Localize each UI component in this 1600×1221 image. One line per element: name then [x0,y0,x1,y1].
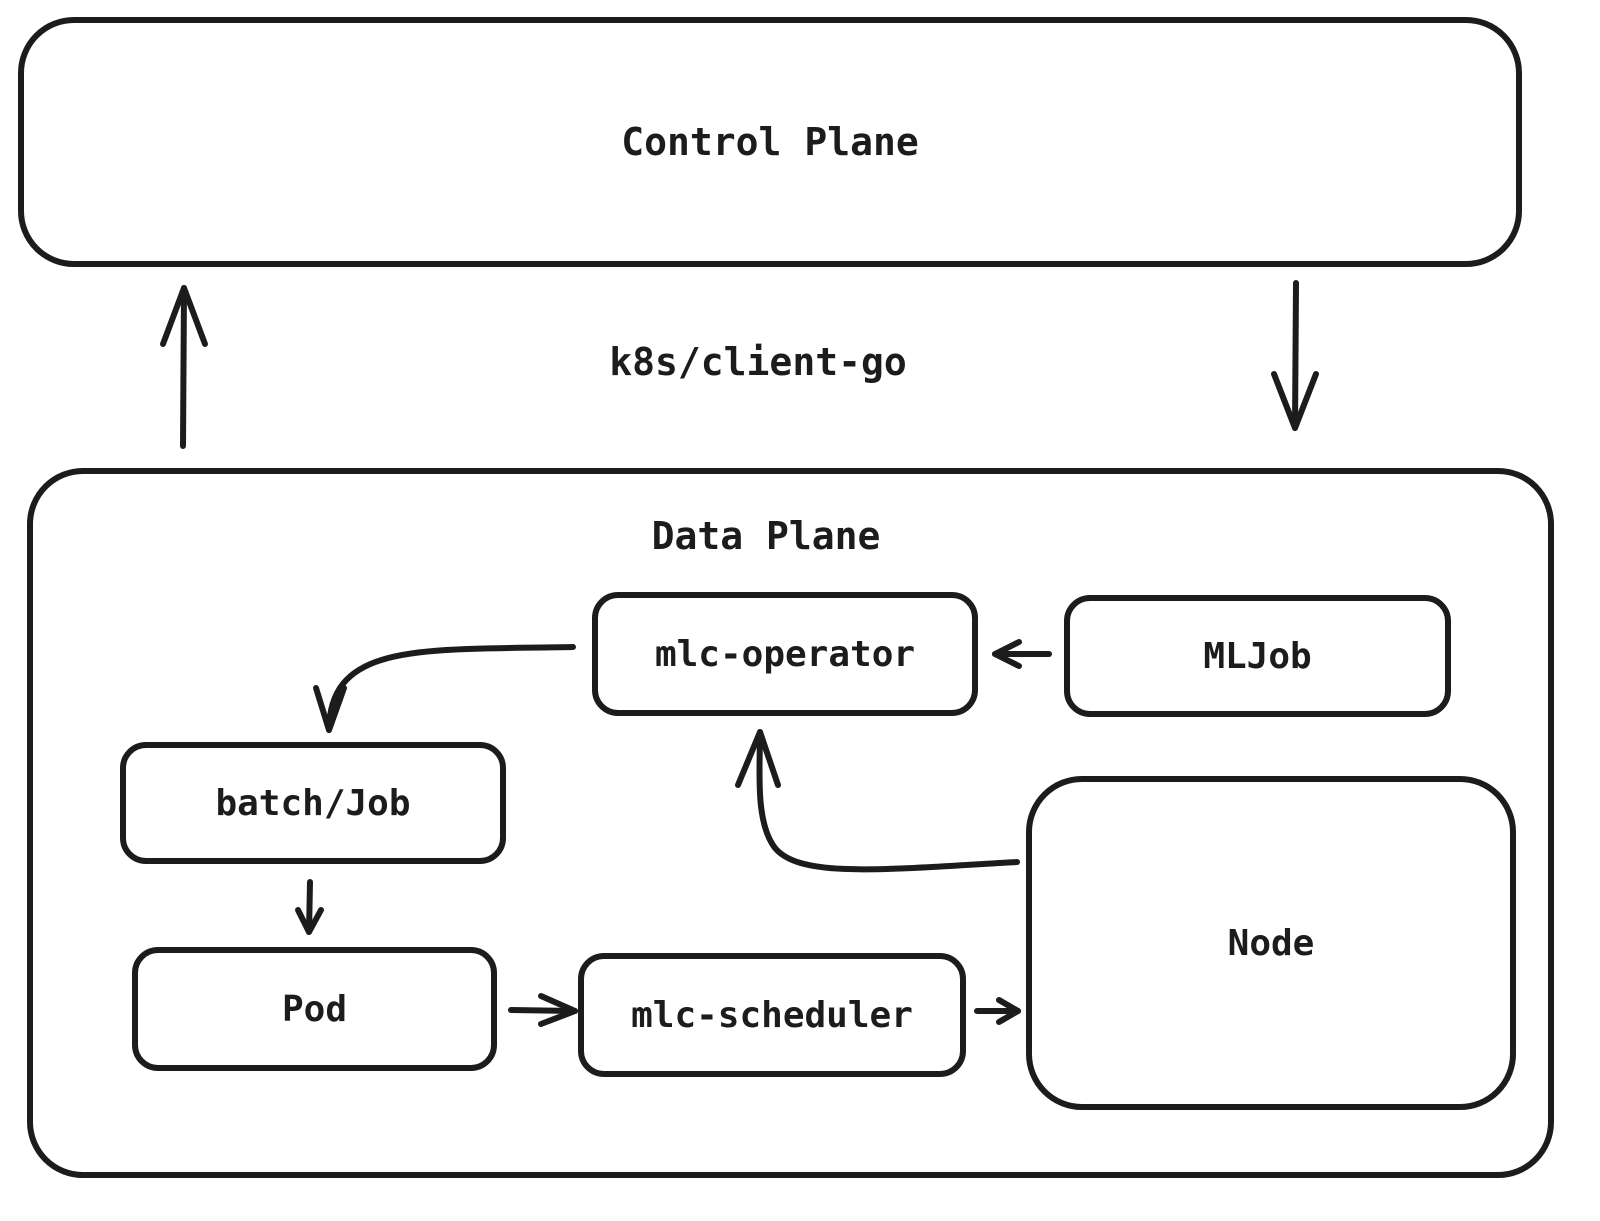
control-plane-label: Control Plane [621,120,919,164]
batch-job-node: batch/Job [120,742,506,864]
down-arrow-to-data-plane [1271,280,1319,431]
mljob-node: MLJob [1064,595,1451,717]
mlc-scheduler-node: mlc-scheduler [578,953,966,1077]
up-arrow-to-control-plane [160,285,208,449]
pod-node: Pod [132,947,497,1071]
mlc-operator-label: mlc-operator [654,633,916,675]
data-plane-box [27,468,1554,1178]
mljob-label: MLJob [1203,635,1312,677]
mlc-operator-node: mlc-operator [592,592,978,716]
pod-label: Pod [281,988,348,1030]
node-node: Node [1026,776,1516,1110]
data-plane-label: Data Plane [651,514,881,558]
node-label: Node [1227,922,1315,964]
batch-job-label: batch/Job [215,782,411,824]
client-go-label: k8s/client-go [609,340,907,384]
control-plane-box [18,17,1522,267]
mlc-scheduler-label: mlc-scheduler [631,994,913,1036]
